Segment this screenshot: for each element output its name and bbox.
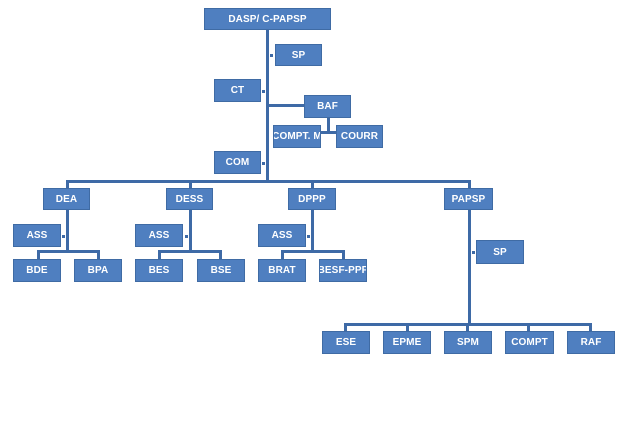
node-sp: SP	[275, 44, 322, 66]
node-papsp: PAPSP	[444, 188, 493, 210]
connector-to-baf	[266, 104, 304, 107]
connector-brat	[281, 250, 284, 260]
connector-dot-ass-dea	[62, 235, 65, 238]
connector-compt	[527, 323, 530, 331]
node-ct: CT	[214, 79, 261, 102]
node-courr: COURR	[336, 125, 383, 148]
connector-dot-ass-dppp	[307, 235, 310, 238]
node-dea: DEA	[43, 188, 90, 210]
node-sp-papsp: SP	[476, 240, 524, 264]
connector-dot-com	[262, 162, 265, 165]
connector-dess-down	[189, 210, 192, 250]
connector-dess-children	[158, 250, 222, 253]
node-ass-dea: ASS	[13, 224, 61, 247]
connector-epme	[406, 323, 409, 331]
node-epme: EPME	[383, 331, 431, 354]
connector-dot-ass-dess	[185, 235, 188, 238]
node-bse: BSE	[197, 259, 245, 282]
connector-spm	[466, 323, 469, 331]
node-compt-m: COMPT. M	[273, 125, 321, 148]
node-raf: RAF	[567, 331, 615, 354]
connector-bde	[37, 250, 40, 260]
connector-bes	[158, 250, 161, 260]
connector-dot-ct	[262, 90, 265, 93]
node-spm: SPM	[444, 331, 492, 354]
node-bpa: BPA	[74, 259, 122, 282]
connector-dot-sp	[270, 54, 273, 57]
node-dppp: DPPP	[288, 188, 336, 210]
node-dasp: DASP/ C-PAPSP	[204, 8, 331, 30]
connector-dot-sp-papsp	[472, 251, 475, 254]
connector-to-papsp	[468, 180, 471, 188]
connector-to-dppp	[311, 180, 314, 188]
connector-to-dea	[66, 180, 69, 188]
node-bde: BDE	[13, 259, 61, 282]
node-bes: BES	[135, 259, 183, 282]
node-ass-dess: ASS	[135, 224, 183, 247]
connector-compt-courr	[321, 131, 336, 134]
connector-horizontal-bar	[66, 180, 471, 183]
connector-bse	[219, 250, 222, 260]
node-ass-dppp: ASS	[258, 224, 306, 247]
connector-baf-down	[327, 118, 330, 132]
node-com: COM	[214, 151, 261, 174]
connector-dppp-children	[281, 250, 345, 253]
connector-raf	[589, 323, 592, 331]
connector-bpa	[97, 250, 100, 260]
connector-besf	[342, 250, 345, 260]
connector-dea-children	[37, 250, 100, 253]
node-dess: DESS	[166, 188, 213, 210]
node-besf-ppp: BESF-PPP	[319, 259, 367, 282]
connector-ese	[344, 323, 347, 331]
connector-papsp-down	[468, 210, 471, 325]
connector-dea-down	[66, 210, 69, 250]
node-compt: COMPT	[505, 331, 554, 354]
node-brat: BRAT	[258, 259, 306, 282]
connector-to-dess	[189, 180, 192, 188]
node-ese: ESE	[322, 331, 370, 354]
connector-dppp-down	[311, 210, 314, 250]
node-baf: BAF	[304, 95, 351, 118]
